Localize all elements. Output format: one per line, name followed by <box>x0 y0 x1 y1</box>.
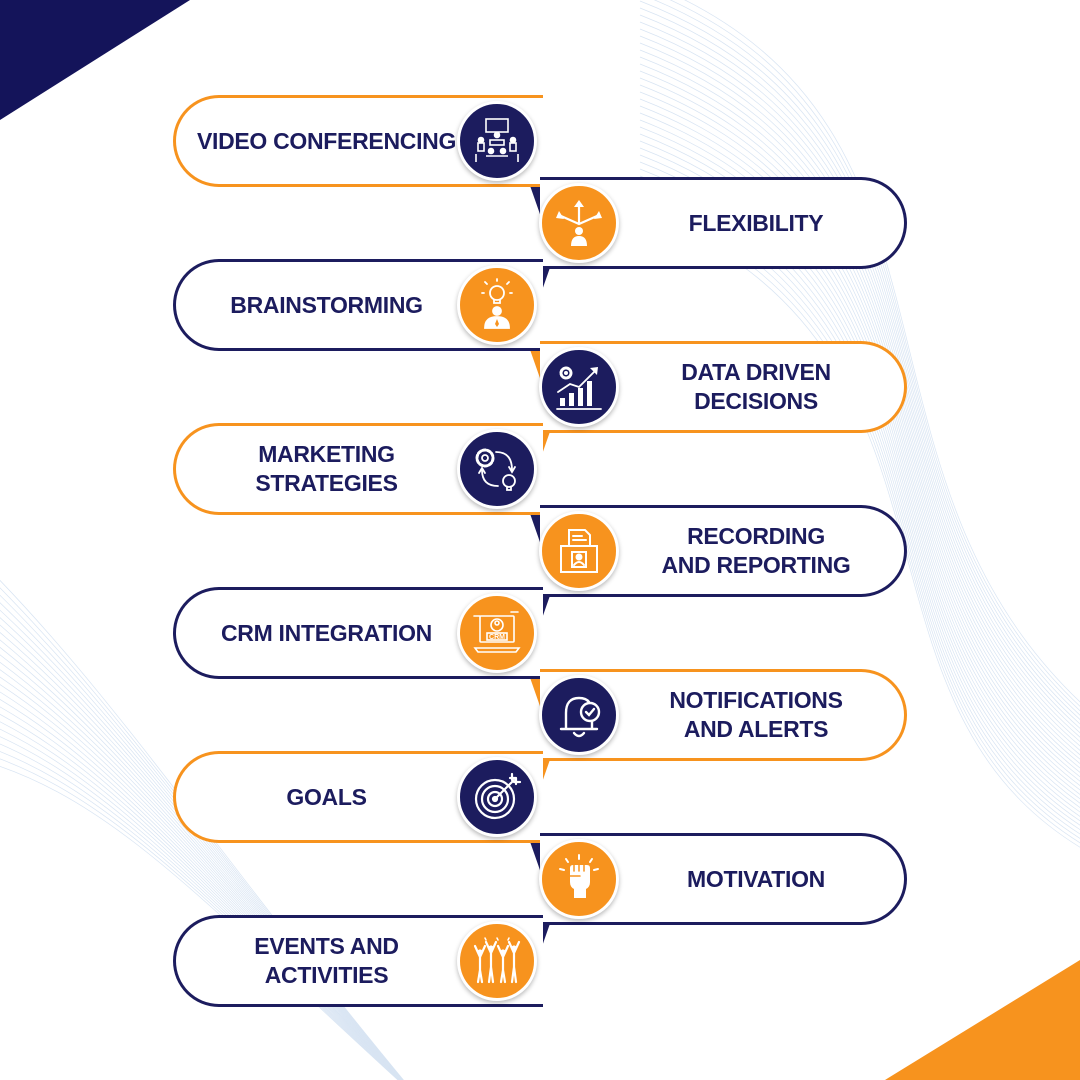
item-label: MOTIVATION <box>687 865 825 892</box>
wave-line <box>639 28 1080 734</box>
raised-fist-icon <box>539 839 619 919</box>
wave-line <box>0 728 400 1080</box>
item-label: BRAINSTORMING <box>230 291 423 318</box>
wave-line <box>0 684 402 1080</box>
wave-line <box>653 0 1080 712</box>
strategy-cycle-icon <box>457 429 537 509</box>
corner-triangle-bottom-right <box>885 960 1080 1080</box>
item-label: GOALS <box>286 783 367 810</box>
crm-laptop-icon: CRM <box>457 593 537 673</box>
report-folder-icon <box>539 511 619 591</box>
item-label: RECORDING AND REPORTING <box>661 523 851 578</box>
corner-triangle-top-left <box>0 0 190 120</box>
wave-line <box>639 14 1080 725</box>
item-label: VIDEO CONFERENCING <box>196 127 457 154</box>
flexibility-arrows-icon <box>539 183 619 263</box>
wave-line <box>0 661 402 1080</box>
item-label: CRM INTEGRATION <box>220 619 432 646</box>
svg-text:CRM: CRM <box>489 634 505 641</box>
wave-line <box>669 0 1080 707</box>
wave-line <box>0 721 401 1080</box>
wave-line <box>683 0 1080 703</box>
item-label: NOTIFICATIONS AND ALERTS <box>669 687 843 742</box>
brainstorming-lightbulb-icon <box>457 265 537 345</box>
wave-line <box>0 758 399 1080</box>
wave-line <box>639 203 1080 844</box>
item-label: EVENTS AND ACTIVITIES <box>254 933 399 988</box>
wave-line <box>0 736 400 1080</box>
wave-line <box>0 676 402 1080</box>
wave-line <box>0 654 403 1080</box>
item-label: DATA DRIVEN DECISIONS <box>681 359 831 414</box>
celebrating-people-icon <box>457 921 537 1001</box>
wave-line <box>0 691 402 1080</box>
wave-line <box>0 669 402 1080</box>
wave-line <box>639 21 1080 729</box>
wave-line <box>0 751 400 1080</box>
bell-check-icon <box>539 675 619 755</box>
wave-line <box>0 646 403 1080</box>
wave-line <box>639 0 1080 716</box>
wave-line <box>639 84 1080 769</box>
wave-line <box>0 706 401 1080</box>
video-conference-icon <box>457 101 537 181</box>
wave-line <box>639 196 1080 839</box>
wave-line <box>0 713 401 1080</box>
wave-line <box>0 632 403 1080</box>
wave-line <box>639 7 1080 720</box>
item-label: MARKETING STRATEGIES <box>255 441 398 496</box>
item-label: FLEXIBILITY <box>688 209 824 236</box>
wave-line <box>0 743 400 1080</box>
wave-line <box>639 91 1080 773</box>
target-icon <box>457 757 537 837</box>
wave-line <box>0 699 401 1080</box>
growth-chart-gear-icon <box>539 347 619 427</box>
wave-line <box>639 98 1080 778</box>
wave-line <box>0 766 399 1080</box>
wave-line <box>0 639 403 1080</box>
